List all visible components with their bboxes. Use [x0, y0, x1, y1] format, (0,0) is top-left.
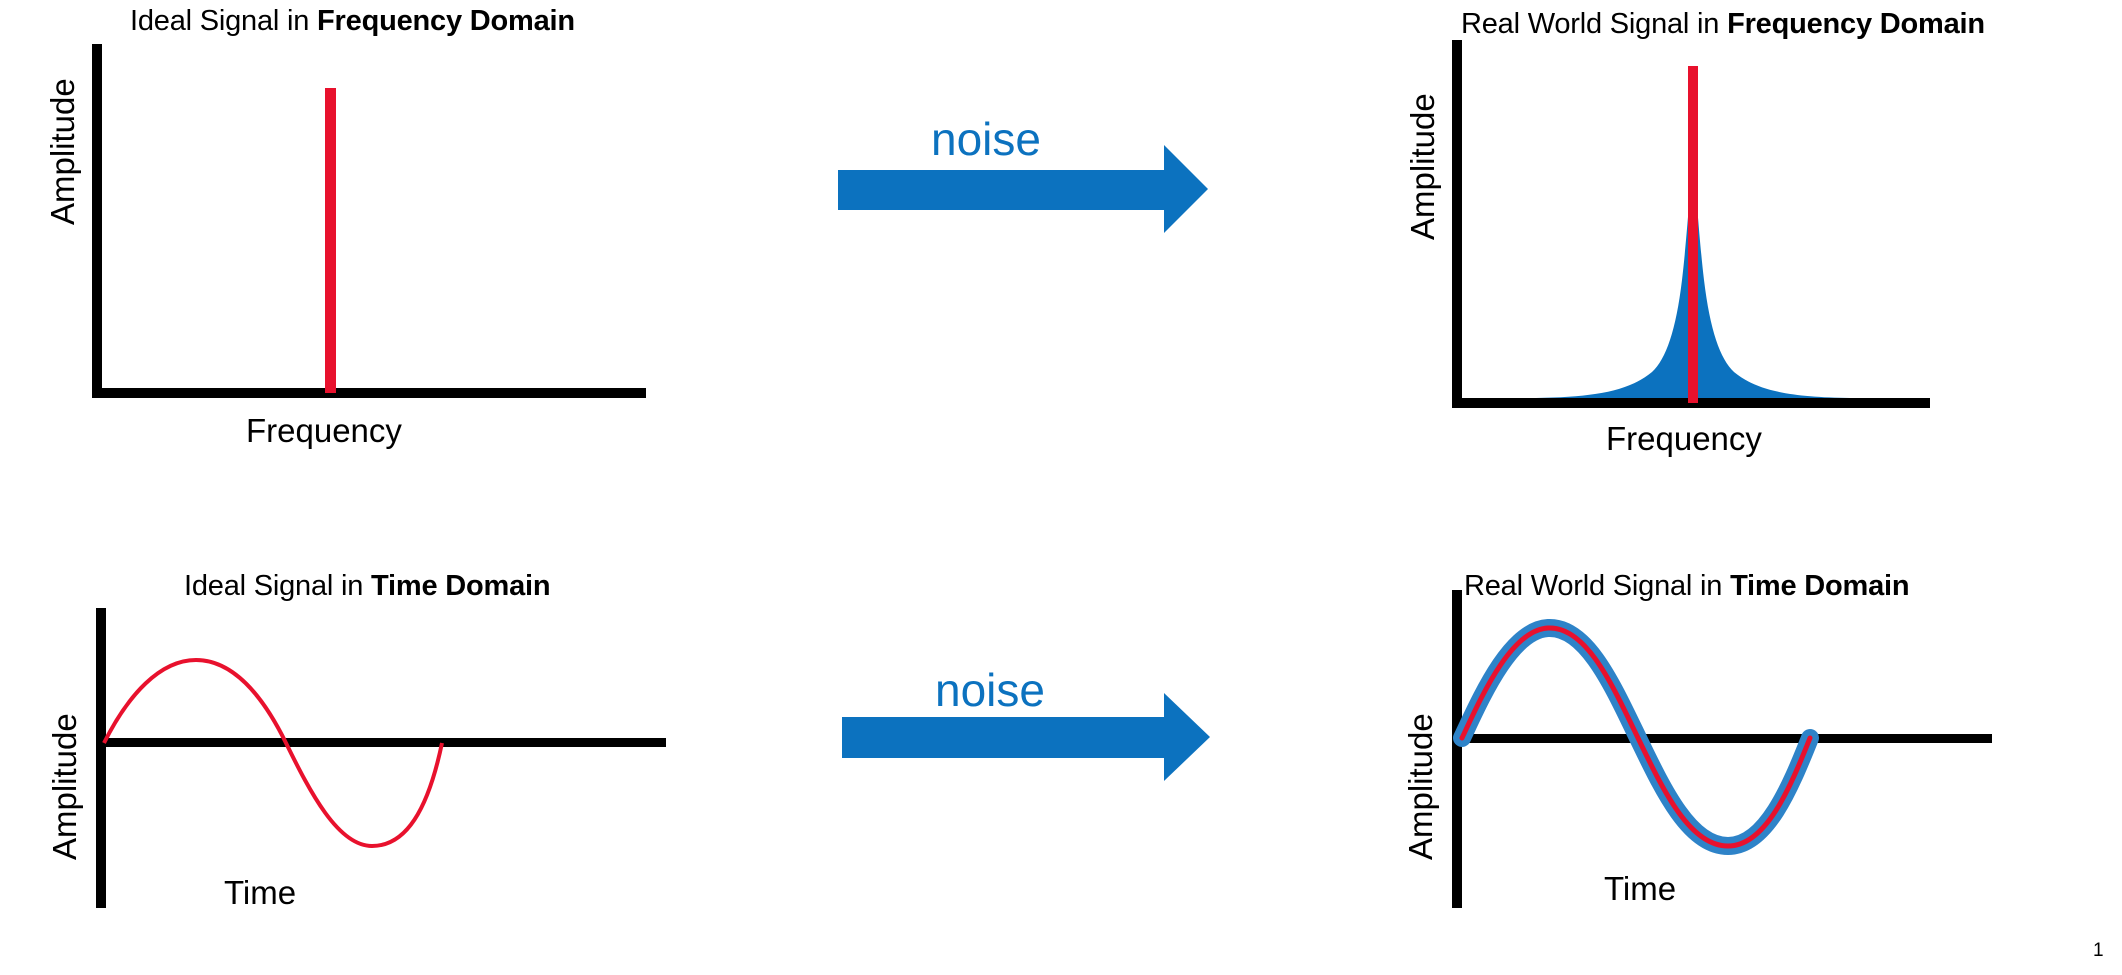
y-axis-label-amplitude: Amplitude	[46, 713, 83, 860]
chart-title-prefix: Real World Signal in	[1461, 8, 1728, 40]
y-axis-label-amplitude: Amplitude	[44, 78, 81, 225]
y-axis-line	[92, 44, 102, 398]
signal-curve-ideal-sine	[102, 657, 444, 849]
signal-curve-underlying-ideal	[1459, 625, 1813, 849]
x-axis-label-frequency: Frequency	[1606, 420, 1762, 457]
y-axis-line	[96, 608, 106, 908]
chart-title-prefix: Ideal Signal in	[130, 5, 318, 37]
spectral-line-carrier	[1688, 66, 1698, 403]
chart-title-prefix: Ideal Signal in	[184, 570, 372, 602]
panel-real-world-frequency-domain: Real World Signal in Frequency Domain Am…	[1360, 0, 2122, 490]
chart-title-real-world-time: Real World Signal in Time Domain	[1464, 570, 1910, 603]
noise-arrow-top-icon	[838, 145, 1208, 233]
spectral-line-ideal	[325, 88, 336, 393]
x-axis-label-frequency: Frequency	[246, 412, 402, 449]
x-axis-label-time: Time	[1604, 870, 1677, 907]
noise-arrow-top-label: noise	[931, 113, 1041, 165]
chart-title-ideal-frequency: Ideal Signal in Frequency Domain	[130, 5, 575, 38]
chart-title-real-world-frequency: Real World Signal in Frequency Domain	[1461, 8, 1985, 41]
y-axis-label-amplitude: Amplitude	[1404, 93, 1441, 240]
plot-real-world-frequency-domain	[1452, 40, 1930, 408]
chart-title-emphasis: Time Domain	[1730, 570, 1910, 602]
panel-real-world-time-domain: Real World Signal in Time Domain Amplitu…	[1360, 560, 2122, 975]
noise-arrow-top-group: noise	[820, 100, 1240, 280]
y-axis-line	[1452, 590, 1462, 908]
noise-arrow-bottom-group: noise	[820, 640, 1240, 810]
panel-ideal-time-domain: Ideal Signal in Time Domain Amplitude Ti…	[0, 560, 700, 975]
y-axis-line	[1452, 40, 1462, 408]
x-axis-line	[96, 738, 666, 747]
plot-ideal-frequency-domain	[92, 44, 646, 398]
noise-arrow-bottom-label: noise	[935, 664, 1045, 716]
noise-arrow-bottom-icon	[842, 693, 1210, 781]
arrow-right-icon	[842, 693, 1210, 781]
x-axis-line	[92, 388, 646, 398]
arrow-right-icon	[838, 145, 1208, 233]
page-number: 1	[2093, 940, 2104, 961]
x-axis-label-time: Time	[224, 874, 297, 911]
x-axis-line	[1452, 734, 1992, 743]
plot-real-world-time-domain	[1452, 590, 1992, 908]
plot-ideal-time-domain	[96, 608, 666, 908]
chart-title-emphasis: Frequency Domain	[317, 5, 575, 37]
chart-title-ideal-time: Ideal Signal in Time Domain	[184, 570, 551, 603]
chart-title-emphasis: Time Domain	[371, 570, 551, 602]
chart-title-prefix: Real World Signal in	[1464, 570, 1731, 602]
y-axis-label-amplitude: Amplitude	[1402, 713, 1439, 860]
panel-ideal-frequency-domain: Ideal Signal in Frequency Domain Amplitu…	[0, 0, 700, 470]
chart-title-emphasis: Frequency Domain	[1727, 8, 1985, 40]
